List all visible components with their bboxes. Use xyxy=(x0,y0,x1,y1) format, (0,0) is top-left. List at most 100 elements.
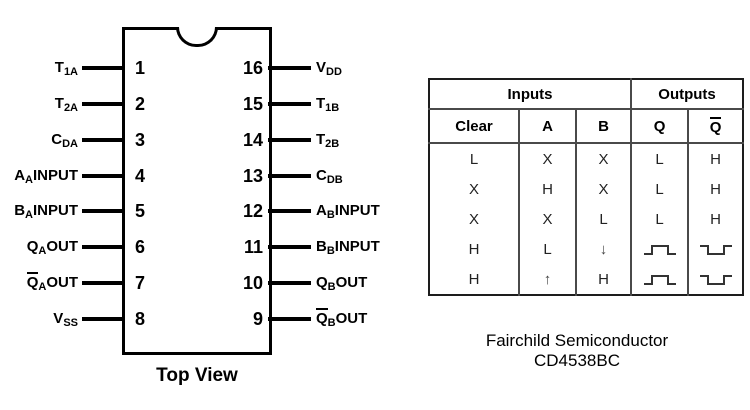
pin-number-right: 16 xyxy=(242,58,263,78)
pin-number-left: 3 xyxy=(135,130,146,150)
pin-lead-right xyxy=(268,209,311,213)
truth-table-cell: X xyxy=(518,204,576,234)
pin-label-left: BAINPUT xyxy=(0,200,78,223)
pin-label-segment: Q xyxy=(316,308,328,327)
pin-number-right: 9 xyxy=(252,309,263,329)
truth-table-cell: ↓ xyxy=(574,234,632,264)
pin-number-right: 12 xyxy=(242,201,263,221)
pin-label-segment: C xyxy=(51,131,63,148)
pin-label-segment: T xyxy=(316,131,326,148)
ic-package-outline xyxy=(122,27,272,355)
pin-label-segment: OUT xyxy=(335,274,368,291)
table-column-header: Q xyxy=(630,109,689,144)
pin-label-segment: 2A xyxy=(63,102,78,114)
truth-table-cell: X xyxy=(518,143,576,174)
pin-number-left: 4 xyxy=(135,166,146,186)
pin-label-segment: OUT xyxy=(46,238,78,255)
pin-number-left: 2 xyxy=(135,94,146,114)
pin-lead-left xyxy=(82,209,123,213)
pin-label-segment: INPUT xyxy=(334,238,380,255)
truth-table-cell: L xyxy=(574,204,632,234)
pin-label-right: ABINPUT xyxy=(316,200,380,223)
pin-lead-right xyxy=(268,102,311,106)
truth-table-cell: H xyxy=(468,240,480,258)
pin-label-left: AAINPUT xyxy=(0,165,78,188)
pin-lead-right xyxy=(268,317,311,321)
table-column-header: B xyxy=(574,109,632,144)
pin-label-right: T2B xyxy=(316,129,339,152)
pin-label-segment: Q xyxy=(316,274,328,291)
table-group-header: Outputs xyxy=(630,79,744,110)
truth-table-cell: L xyxy=(630,174,689,204)
pin-label-segment: SS xyxy=(63,317,78,329)
pin-label-segment: INPUT xyxy=(33,167,78,184)
pin-label-segment: B xyxy=(327,317,336,329)
truth-table-cell: H xyxy=(687,143,744,174)
truth-table-cell: H xyxy=(687,174,744,204)
pin-lead-right xyxy=(268,281,311,285)
pin-label-segment: 1B xyxy=(325,102,340,114)
pin-label-segment: B xyxy=(14,202,26,219)
caption-part-number: CD4538BC xyxy=(534,351,620,370)
pin-label-segment: A xyxy=(25,174,33,186)
pin-lead-left xyxy=(82,66,123,70)
pin-label-segment: OUT xyxy=(335,310,368,327)
pin-label-segment: Q xyxy=(26,238,39,255)
pin-label-segment: A xyxy=(25,209,33,221)
caption-vendor: Fairchild Semiconductor xyxy=(485,331,669,350)
truth-table-cell: X xyxy=(574,143,632,174)
pin-number-right: 14 xyxy=(242,130,263,150)
pin-row: CDA 3 14 T2B xyxy=(0,129,750,151)
pin-number-left: 6 xyxy=(135,237,146,257)
pin-label-segment: 1A xyxy=(63,66,78,78)
pin-label-segment: A xyxy=(38,281,47,293)
truth-table-cell: H xyxy=(468,270,480,288)
pin-label-segment: T xyxy=(316,95,326,112)
pin-label-right: BBINPUT xyxy=(316,236,380,259)
pulse-low-icon xyxy=(687,264,744,295)
pin-lead-right xyxy=(268,66,311,70)
truth-table-cell: X xyxy=(468,210,479,228)
truth-table-cell: X xyxy=(468,180,479,198)
pin-number-right: 13 xyxy=(242,166,263,186)
pin-label-segment: INPUT xyxy=(33,202,78,219)
pin-label-right: VDD xyxy=(316,57,342,80)
pin-lead-left xyxy=(82,102,123,106)
truth-table-cell: L xyxy=(630,204,689,234)
table-column-header: Q xyxy=(687,109,744,144)
pin-number-right: 11 xyxy=(243,237,263,257)
pin-label-segment: A xyxy=(14,167,26,184)
table-row: H↑H xyxy=(429,264,744,295)
pin-label-segment: DA xyxy=(62,138,78,150)
truth-table-cell: H xyxy=(518,174,576,204)
ic-notch xyxy=(176,27,218,47)
pin-label-left: CDA xyxy=(0,129,78,152)
pin-lead-left xyxy=(82,317,123,321)
pin-lead-left xyxy=(82,245,123,249)
pin-label-segment: DB xyxy=(326,174,343,186)
truth-table-cell: L xyxy=(630,143,689,174)
truth-table-cell: H xyxy=(687,204,744,234)
pin-label-segment: A xyxy=(38,245,47,257)
pin-number-left: 1 xyxy=(135,58,146,78)
truth-table-cell: H xyxy=(574,264,632,295)
pin-number-left: 5 xyxy=(135,201,146,221)
pin-label-segment: C xyxy=(316,167,327,184)
pin-label-right: QBOUT xyxy=(316,272,367,295)
truth-table-cell: X xyxy=(574,174,632,204)
diagram-title: Top View xyxy=(156,365,238,386)
pin-label-segment: B xyxy=(326,245,335,257)
pin-number-left: 8 xyxy=(135,309,146,329)
pin-label-segment: B xyxy=(326,209,335,221)
table-column-header: A xyxy=(518,109,576,144)
pin-lead-right xyxy=(268,174,311,178)
